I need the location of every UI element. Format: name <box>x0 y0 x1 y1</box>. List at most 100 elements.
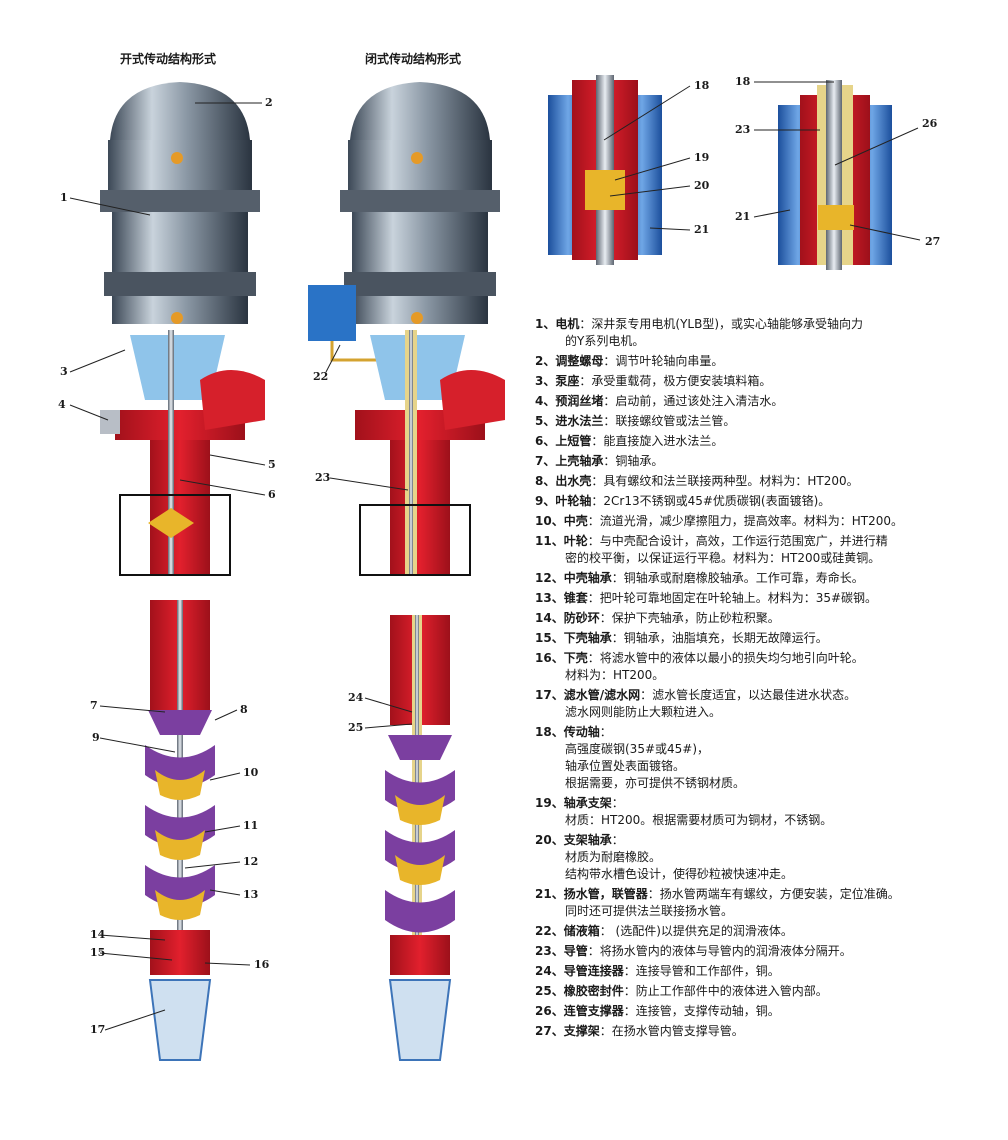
legend-item: 21、扬水管，联管器：扬水管两端车有螺纹，方便安装，定位准确。同时还可提供法兰联… <box>535 886 995 920</box>
legend-item-separator: ： <box>640 688 653 702</box>
legend-item-description: 连接导管和工作部件，铜。 <box>635 964 780 978</box>
legend-item-description: 铜轴承，油脂填充，长期无故障运行。 <box>623 631 828 645</box>
legend-item-separator: ： <box>599 725 612 739</box>
legend-item-continuation: 材质：HT200。根据需要材质可为铜材，不锈钢。 <box>565 813 833 827</box>
legend-item-name: 防砂环 <box>563 611 600 625</box>
callout-13: 13 <box>243 888 259 901</box>
legend-item: 2、调整螺母：调节叶轮轴向串量。 <box>535 353 995 370</box>
legend-item-description: 流道光滑，减少摩擦阻力，提高效率。材料为：HT200。 <box>599 514 903 528</box>
callout-1: 1 <box>60 191 68 204</box>
legend-item-name: 电机 <box>555 317 580 331</box>
legend-item-name: 导管 <box>563 944 588 958</box>
legend-item-separator: ： <box>587 514 600 528</box>
pump-bowl-open <box>145 600 215 1061</box>
legend-item-number: 8、 <box>535 474 556 488</box>
legend-item-separator: ： <box>579 374 592 388</box>
shaft-open-upper <box>168 330 174 575</box>
legend-item-name: 预润丝堵 <box>555 394 604 408</box>
legend-item-name: 中壳轴承 <box>563 571 612 585</box>
legend-item-description: 防止工作部件中的液体进入管内部。 <box>635 984 828 998</box>
callout-14: 14 <box>90 928 106 941</box>
callout-21-detail-b: 21 <box>735 210 751 223</box>
legend-item: 24、导管连接器：连接导管和工作部件，铜。 <box>535 963 995 980</box>
legend-item-continuation: 轴承位置处表面镀铬。 <box>565 759 686 773</box>
legend-item-name: 导管连接器 <box>563 964 624 978</box>
legend-item-separator: ： <box>587 651 600 665</box>
legend-item-number: 11、 <box>535 534 564 548</box>
legend-item: 10、中壳：流道光滑，减少摩擦阻力，提高效率。材料为：HT200。 <box>535 513 995 530</box>
detail-closed-connection <box>778 80 892 270</box>
legend-item-description: 连接管，支撑传动轴，铜。 <box>635 1004 780 1018</box>
legend-item-continuation: 材料为：HT200。 <box>565 668 665 682</box>
legend-item-number: 10、 <box>535 514 564 528</box>
legend-item-number: 7、 <box>535 454 556 468</box>
legend-item: 3、泵座：承受重载荷，极方便安装填料箱。 <box>535 373 995 390</box>
legend-item-description: (选配件)以提供充足的润滑液体。 <box>611 924 793 938</box>
legend-item-continuation: 根据需要，亦可提供不锈钢材质。 <box>565 776 746 790</box>
legend-item-number: 6、 <box>535 434 556 448</box>
legend-item-separator: ： <box>611 631 624 645</box>
legend-item: 4、预润丝堵：启动前，通过该处注入清洁水。 <box>535 393 995 410</box>
legend-item-number: 2、 <box>535 354 556 368</box>
callout-27: 27 <box>925 235 941 248</box>
legend-item: 16、下壳：将滤水管中的液体以最小的损失均匀地引向叶轮。材料为：HT200。 <box>535 650 995 684</box>
legend-item-description: 将扬水管内的液体与导管内的润滑液体分隔开。 <box>599 944 852 958</box>
legend-item-separator: ： <box>599 924 612 938</box>
callout-10: 10 <box>243 766 259 779</box>
legend-item-separator: ： <box>611 796 624 810</box>
legend-item-number: 16、 <box>535 651 564 665</box>
legend-item-separator: ： <box>591 434 604 448</box>
callout-2: 2 <box>265 96 273 109</box>
legend-item-description: 联接螺纹管或法兰管。 <box>615 414 736 428</box>
legend-item-separator: ： <box>591 474 604 488</box>
legend-item-separator: ： <box>611 833 624 847</box>
legend-item-continuation: 密的校平衡，以保证运行平稳。材料为：HT200或硅黄铜。 <box>565 551 881 565</box>
legend-item-description: 调节叶轮轴向串量。 <box>615 354 724 368</box>
callout-11: 11 <box>243 819 259 832</box>
legend-item-name: 出水壳 <box>555 474 592 488</box>
legend-item-name: 支撑架 <box>563 1024 600 1038</box>
legend-item-continuation: 高强度碳钢(35#或45#)， <box>565 742 710 756</box>
legend-item-description: 铜轴承或耐磨橡胶轴承。工作可靠，寿命长。 <box>623 571 864 585</box>
legend-item-description: 把叶轮可靠地固定在叶轮轴上。材料为：35#碳钢。 <box>599 591 878 605</box>
legend-item: 9、叶轮轴：2Cr13不锈钢或45#优质碳钢(表面镀铬)。 <box>535 493 995 510</box>
callout-15: 15 <box>90 946 106 959</box>
callout-20: 20 <box>694 179 710 192</box>
legend-item-description: 2Cr13不锈钢或45#优质碳钢(表面镀铬)。 <box>603 494 831 508</box>
legend-item: 26、连管支撑器：连接管，支撑传动轴，铜。 <box>535 1003 995 1020</box>
legend-item-name: 轴承支架 <box>563 796 612 810</box>
legend-item: 18、传动轴：高强度碳钢(35#或45#)，轴承位置处表面镀铬。根据需要，亦可提… <box>535 724 995 792</box>
legend-item-separator: ： <box>591 494 604 508</box>
legend-item-number: 9、 <box>535 494 556 508</box>
legend-item-continuation: 材质为耐磨橡胶。 <box>565 850 662 864</box>
legend-item-number: 21、 <box>535 887 564 901</box>
closed-drive-title: 闭式传动结构形式 <box>365 52 462 66</box>
legend-item-description: 滤水管长度适宜，以达最佳进水状态。 <box>652 688 857 702</box>
legend-item-name: 储液箱 <box>563 924 600 938</box>
open-drive-title: 开式传动结构形式 <box>120 52 217 66</box>
legend-item-description: 保护下壳轴承，防止砂粒积聚。 <box>611 611 780 625</box>
legend-item-description: 深井泵专用电机(YLB型)，或实心轴能够承受轴向力 <box>591 317 864 331</box>
legend-item-name: 橡胶密封件 <box>563 984 624 998</box>
legend-item-number: 14、 <box>535 611 564 625</box>
legend-item-name: 叶轮轴 <box>555 494 592 508</box>
legend-item-name: 调整螺母 <box>555 354 604 368</box>
callout-5: 5 <box>268 458 276 471</box>
legend-item-separator: ： <box>599 611 612 625</box>
legend-item-name: 下壳轴承 <box>563 631 612 645</box>
legend-item-separator: ： <box>611 571 624 585</box>
legend-item: 27、支撑架：在扬水管内管支撑导管。 <box>535 1023 995 1040</box>
legend-item-number: 24、 <box>535 964 564 978</box>
legend-item-separator: ： <box>623 984 636 998</box>
legend-item-number: 5、 <box>535 414 556 428</box>
callout-8: 8 <box>240 703 248 716</box>
callout-23-main: 23 <box>315 471 331 484</box>
legend-item-number: 22、 <box>535 924 564 938</box>
legend-item: 23、导管：将扬水管内的液体与导管内的润滑液体分隔开。 <box>535 943 995 960</box>
legend-item-number: 15、 <box>535 631 564 645</box>
legend-item-separator: ： <box>587 591 600 605</box>
callout-12: 12 <box>243 855 259 868</box>
callout-4: 4 <box>58 398 66 411</box>
callout-18-detail-b: 18 <box>735 75 751 88</box>
